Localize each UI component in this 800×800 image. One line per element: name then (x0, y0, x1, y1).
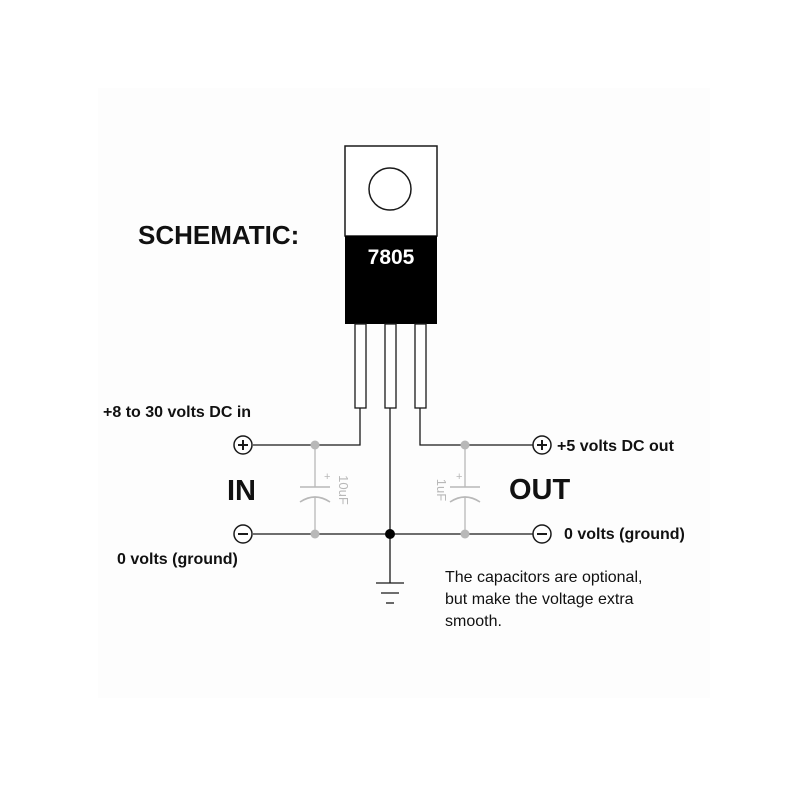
out-label: OUT (509, 474, 571, 506)
in-label: IN (227, 475, 256, 507)
regulator-7805: 7805 (344, 145, 438, 409)
pin-output (414, 323, 427, 409)
note-line-1: The capacitors are optional, (445, 569, 642, 586)
ground-symbol (376, 582, 404, 604)
output-positive-terminal (532, 435, 552, 455)
input-wire (253, 408, 361, 446)
output-wire (419, 408, 533, 446)
input-voltage-label: +8 to 30 volts DC in (103, 404, 251, 421)
pin-ground (384, 323, 397, 409)
pin-input (354, 323, 367, 409)
note-line-2: but make the voltage extra (445, 591, 634, 608)
svg-text:+: + (456, 471, 462, 483)
schematic-title: SCHEMATIC: (138, 220, 299, 250)
regulator-body (345, 236, 437, 324)
input-positive-terminal (233, 435, 253, 455)
input-capacitor: + 10uF (299, 440, 351, 539)
output-ground-label: 0 volts (ground) (564, 526, 685, 543)
input-ground-label: 0 volts (ground) (117, 551, 238, 568)
output-negative-terminal (532, 524, 552, 544)
input-capacitor-label: 10uF (336, 475, 351, 505)
mounting-hole (368, 167, 412, 211)
output-capacitor: + 1uF (434, 440, 481, 539)
capacitor-note: The capacitors are optional, but make th… (445, 569, 642, 630)
input-negative-terminal (233, 524, 253, 544)
output-capacitor-label: 1uF (434, 479, 449, 501)
chip-label: 7805 (368, 246, 415, 269)
output-voltage-label: +5 volts DC out (557, 438, 675, 455)
note-line-3: smooth. (445, 613, 502, 630)
svg-text:+: + (324, 471, 330, 483)
ground-junction-dot (385, 529, 395, 539)
